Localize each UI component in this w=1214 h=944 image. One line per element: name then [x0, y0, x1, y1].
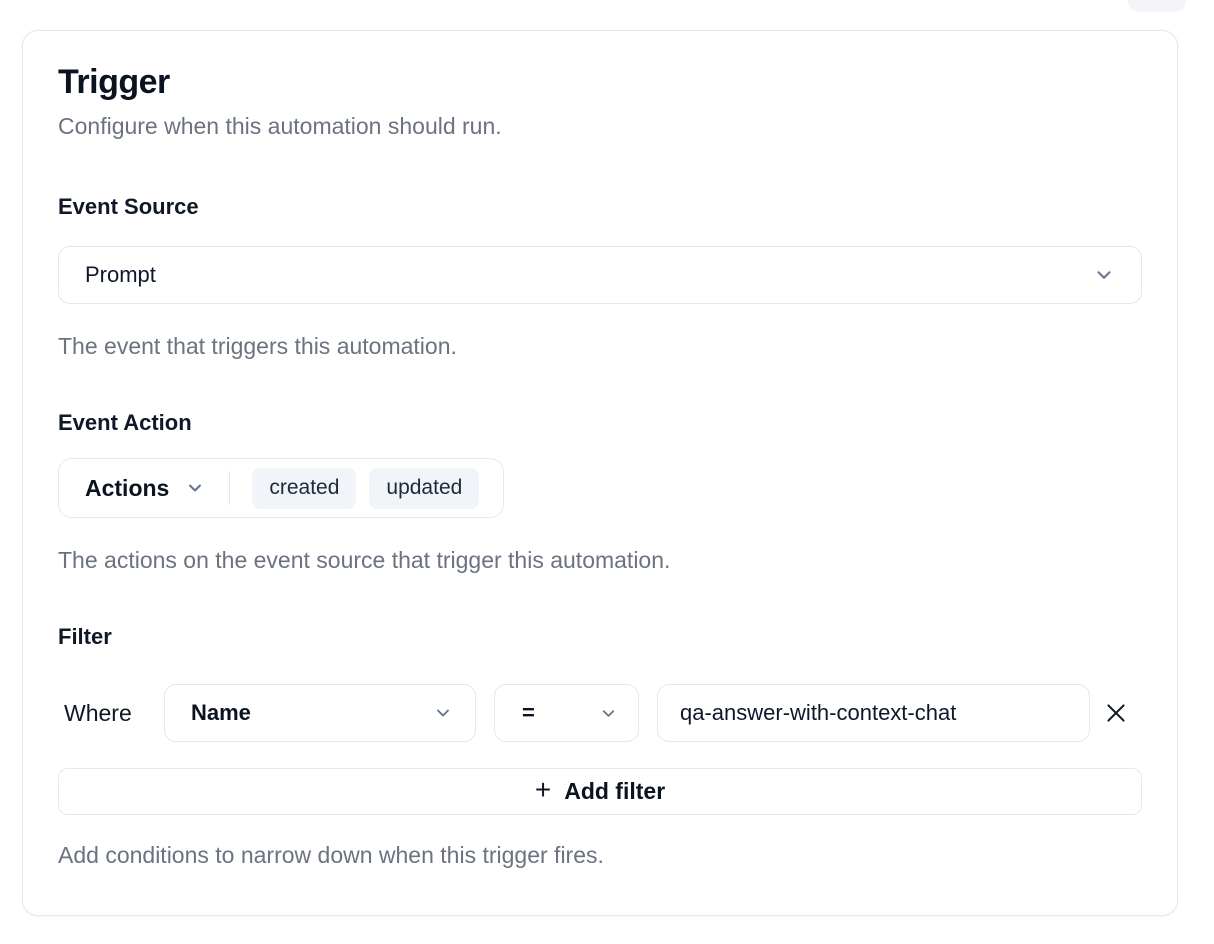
action-tag-created[interactable]: created [252, 467, 357, 509]
filter-label: Filter [58, 624, 112, 649]
event-source-selected-value: Prompt [85, 262, 156, 287]
event-action-label: Event Action [58, 410, 192, 435]
add-filter-button[interactable]: + Add filter [58, 768, 1142, 815]
event-source-label: Event Source [58, 194, 199, 219]
event-action-control: Actions created updated [58, 458, 505, 518]
action-tag-updated[interactable]: updated [369, 467, 480, 509]
event-action-help: The actions on the event source that tri… [58, 547, 671, 573]
plus-icon: + [534, 774, 552, 805]
close-icon [1107, 704, 1125, 722]
partial-offscreen-element [1128, 0, 1186, 12]
chevron-down-icon [602, 709, 615, 717]
actions-dropdown-label: Actions [85, 474, 170, 501]
filter-value-input[interactable] [657, 684, 1090, 742]
chevron-down-icon [437, 709, 449, 717]
divider [229, 471, 231, 505]
page-subtitle: Configure when this automation should ru… [58, 113, 502, 139]
event-source-help: The event that triggers this automation. [58, 333, 457, 359]
filter-operator-selected-value: = [522, 700, 535, 725]
chevron-down-icon [1097, 271, 1111, 279]
where-label: Where [64, 699, 132, 726]
filter-operator-select[interactable]: = [494, 684, 639, 742]
page-title: Trigger [58, 63, 170, 101]
event-source-select[interactable]: Prompt [58, 246, 1142, 304]
remove-filter-button[interactable] [1090, 684, 1142, 742]
filter-help: Add conditions to narrow down when this … [58, 842, 604, 868]
trigger-card: Trigger Configure when this automation s… [22, 30, 1178, 916]
actions-dropdown[interactable]: Actions [85, 475, 205, 502]
chevron-down-icon [189, 484, 202, 492]
add-filter-button-label: Add filter [564, 778, 666, 804]
filter-field-select[interactable]: Name [164, 684, 476, 742]
filter-condition-row: Where Name = [58, 684, 1142, 742]
filter-field-selected-value: Name [191, 700, 251, 725]
